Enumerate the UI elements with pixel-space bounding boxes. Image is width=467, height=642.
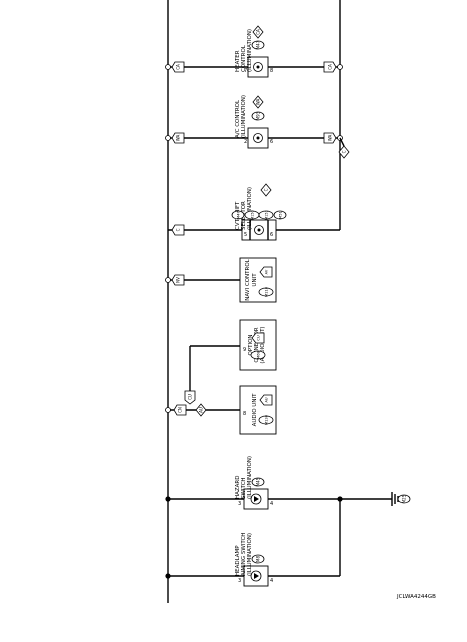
svg-text:(ILLUMINATION): (ILLUMINATION) — [247, 533, 253, 576]
ground-connector: M25 — [402, 494, 407, 503]
svg-text:6: 6 — [270, 232, 273, 238]
cvt-shift-selector-illumination: CVT SHIFT SELECTOR (ILLUMINATION) M47 M1… — [168, 183, 340, 241]
heater-ref: CA — [256, 29, 261, 35]
navi-control-unit: NAVI CONTROL UNIT M110 AV — [168, 257, 277, 303]
svg-text:OPTION: OPTION — [248, 334, 254, 355]
heater-pin-left: 7 — [244, 68, 247, 74]
option-connector-audio-unit: 9 OPTION CONNECTOR (AUDIO UNIT) M68 CU — [189, 319, 277, 396]
diagram-id: JCLWA4244GB — [396, 594, 436, 600]
svg-text:C: C — [342, 150, 347, 153]
heater-label-3: (ILLUMINATION) — [247, 29, 253, 72]
svg-text:CA: CA — [328, 64, 333, 70]
svg-text:CA: CA — [176, 64, 181, 70]
flag-ca-right: CA — [323, 61, 337, 73]
flag-wa-left: WA — [171, 132, 185, 144]
flag-c-right: C — [338, 145, 350, 159]
flag-cn: CN — [173, 404, 187, 416]
svg-text:M151: M151 — [264, 210, 268, 219]
svg-text:CU: CU — [188, 394, 193, 400]
svg-text:AIMING SWITCH: AIMING SWITCH — [241, 533, 247, 576]
svg-text:M150: M150 — [250, 210, 254, 219]
svg-text:9: 9 — [243, 347, 246, 353]
svg-text:HEADLAMP: HEADLAMP — [235, 545, 241, 576]
svg-text:(AUDIO UNIT): (AUDIO UNIT) — [260, 326, 266, 363]
ground-symbol: M25 — [391, 492, 411, 506]
svg-text:CONNECTOR: CONNECTOR — [254, 327, 260, 362]
svg-text:5: 5 — [244, 232, 247, 238]
svg-text:8: 8 — [243, 411, 246, 417]
svg-text:HAZARD: HAZARD — [235, 476, 241, 500]
flag-wa-right: WA — [323, 132, 337, 144]
svg-text:6: 6 — [270, 139, 273, 145]
flag-cu: CU — [184, 390, 196, 405]
svg-text:(ILLUMINATION): (ILLUMINATION) — [241, 95, 247, 138]
audio-unit: 8 AUDIO UNIT M130 AU — [168, 385, 277, 435]
svg-text:M47: M47 — [236, 211, 240, 219]
svg-text:4: 4 — [270, 501, 273, 507]
svg-text:M130: M130 — [264, 414, 268, 425]
svg-text:M93: M93 — [256, 111, 261, 120]
svg-text:M45: M45 — [256, 477, 261, 486]
svg-text:CU: CU — [256, 335, 260, 341]
flag-ca-left: CA — [171, 61, 185, 73]
flag-c-left: C — [171, 224, 185, 236]
svg-text:AU: AU — [199, 407, 204, 413]
svg-text:4: 4 — [270, 578, 273, 584]
flag-au: AU — [195, 403, 207, 417]
svg-text:M51: M51 — [278, 211, 282, 219]
svg-text:NAVI CONTROL: NAVI CONTROL — [245, 258, 251, 300]
svg-text:3: 3 — [238, 501, 241, 507]
svg-text:M110: M110 — [264, 286, 268, 297]
heater-label-1: HEATER — [235, 50, 241, 72]
svg-text:(ILLUMINATION): (ILLUMINATION) — [247, 187, 253, 230]
svg-text:M8: M8 — [256, 556, 261, 562]
headlamp-aiming-switch-illumination: HEADLAMP AIMING SWITCH (ILLUMINATION) M8… — [168, 533, 340, 587]
svg-text:UNIT: UNIT — [252, 273, 258, 287]
svg-text:NV: NV — [176, 277, 181, 283]
svg-text:C: C — [176, 228, 181, 231]
heater-control-illumination: HEATER CONTROL (ILLUMINATION) M47 CA 7 8 — [168, 25, 340, 78]
flag-nv: NV — [171, 274, 185, 286]
svg-text:A/C CONTROL: A/C CONTROL — [235, 99, 241, 138]
heater-connector: M47 — [256, 40, 261, 49]
svg-text:2: 2 — [244, 139, 247, 145]
svg-text:C: C — [264, 188, 269, 191]
svg-text:AU: AU — [264, 397, 268, 402]
svg-text:CN: CN — [178, 407, 183, 413]
svg-text:AV: AV — [264, 269, 268, 274]
heater-pin-right: 8 — [270, 68, 273, 74]
svg-text:(ILLUMINATION): (ILLUMINATION) — [247, 456, 253, 499]
svg-text:M68: M68 — [256, 350, 260, 358]
svg-text:3: 3 — [238, 578, 241, 584]
svg-text:WA: WA — [256, 99, 261, 106]
heater-label-2: CONTROL — [241, 44, 247, 72]
svg-text:WA: WA — [328, 135, 333, 142]
svg-text:SWITCH: SWITCH — [241, 477, 247, 499]
ac-control-illumination: A/C CONTROL (ILLUMINATION) M93 WA 2 6 — [168, 95, 340, 149]
hazard-switch-illumination: HAZARD SWITCH (ILLUMINATION) M45 3 4 — [168, 456, 392, 510]
svg-text:AUDIO UNIT: AUDIO UNIT — [252, 393, 258, 426]
svg-text:WA: WA — [176, 135, 181, 142]
